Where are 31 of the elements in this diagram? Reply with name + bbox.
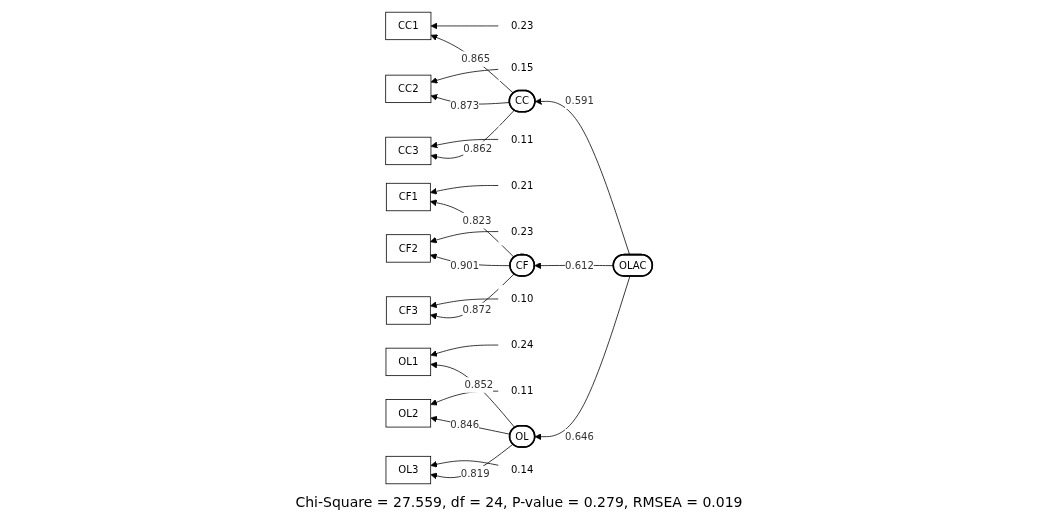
node-text: 0.11 (510, 133, 534, 146)
node-box: OL1 (385, 347, 432, 377)
node-text: 0.23 (510, 225, 534, 238)
node-text: 0.10 (510, 292, 534, 305)
node-text: 0.14 (510, 464, 534, 476)
node-text: 0.23 (510, 19, 534, 32)
node-box: CC1 (385, 11, 432, 41)
node-box: OL3 (385, 455, 432, 485)
edge-label: 0.872 (462, 304, 492, 316)
edge-label: 0.823 (462, 214, 492, 227)
edge-label: 0.901 (450, 259, 480, 271)
node-box: CC3 (385, 136, 432, 166)
edge-label: 0.612 (565, 259, 594, 271)
edge-label: 0.852 (464, 378, 494, 391)
edge-label: 0.862 (463, 142, 493, 155)
caption: Chi-Square = 27.559, df = 24, P-value = 0.279, RMSEA = 0.019 (295, 494, 743, 510)
edge-label: 0.873 (450, 99, 480, 112)
node-text: 0.11 (510, 385, 534, 397)
node-text: 0.15 (510, 61, 534, 73)
node-text: 0.21 (510, 179, 534, 192)
edge-label: 0.646 (565, 430, 594, 442)
node-text: 0.24 (510, 339, 534, 351)
node-box: CF2 (385, 234, 431, 263)
node-box: OL2 (385, 399, 432, 428)
node-box: CF3 (385, 296, 431, 325)
edge-label: 0.846 (450, 418, 480, 431)
node-box: CC2 (385, 74, 432, 103)
node-box: CF1 (385, 182, 431, 212)
edge-label: 0.591 (565, 95, 594, 107)
edge-label: 0.819 (460, 467, 490, 480)
edge-label: 0.865 (461, 52, 491, 65)
